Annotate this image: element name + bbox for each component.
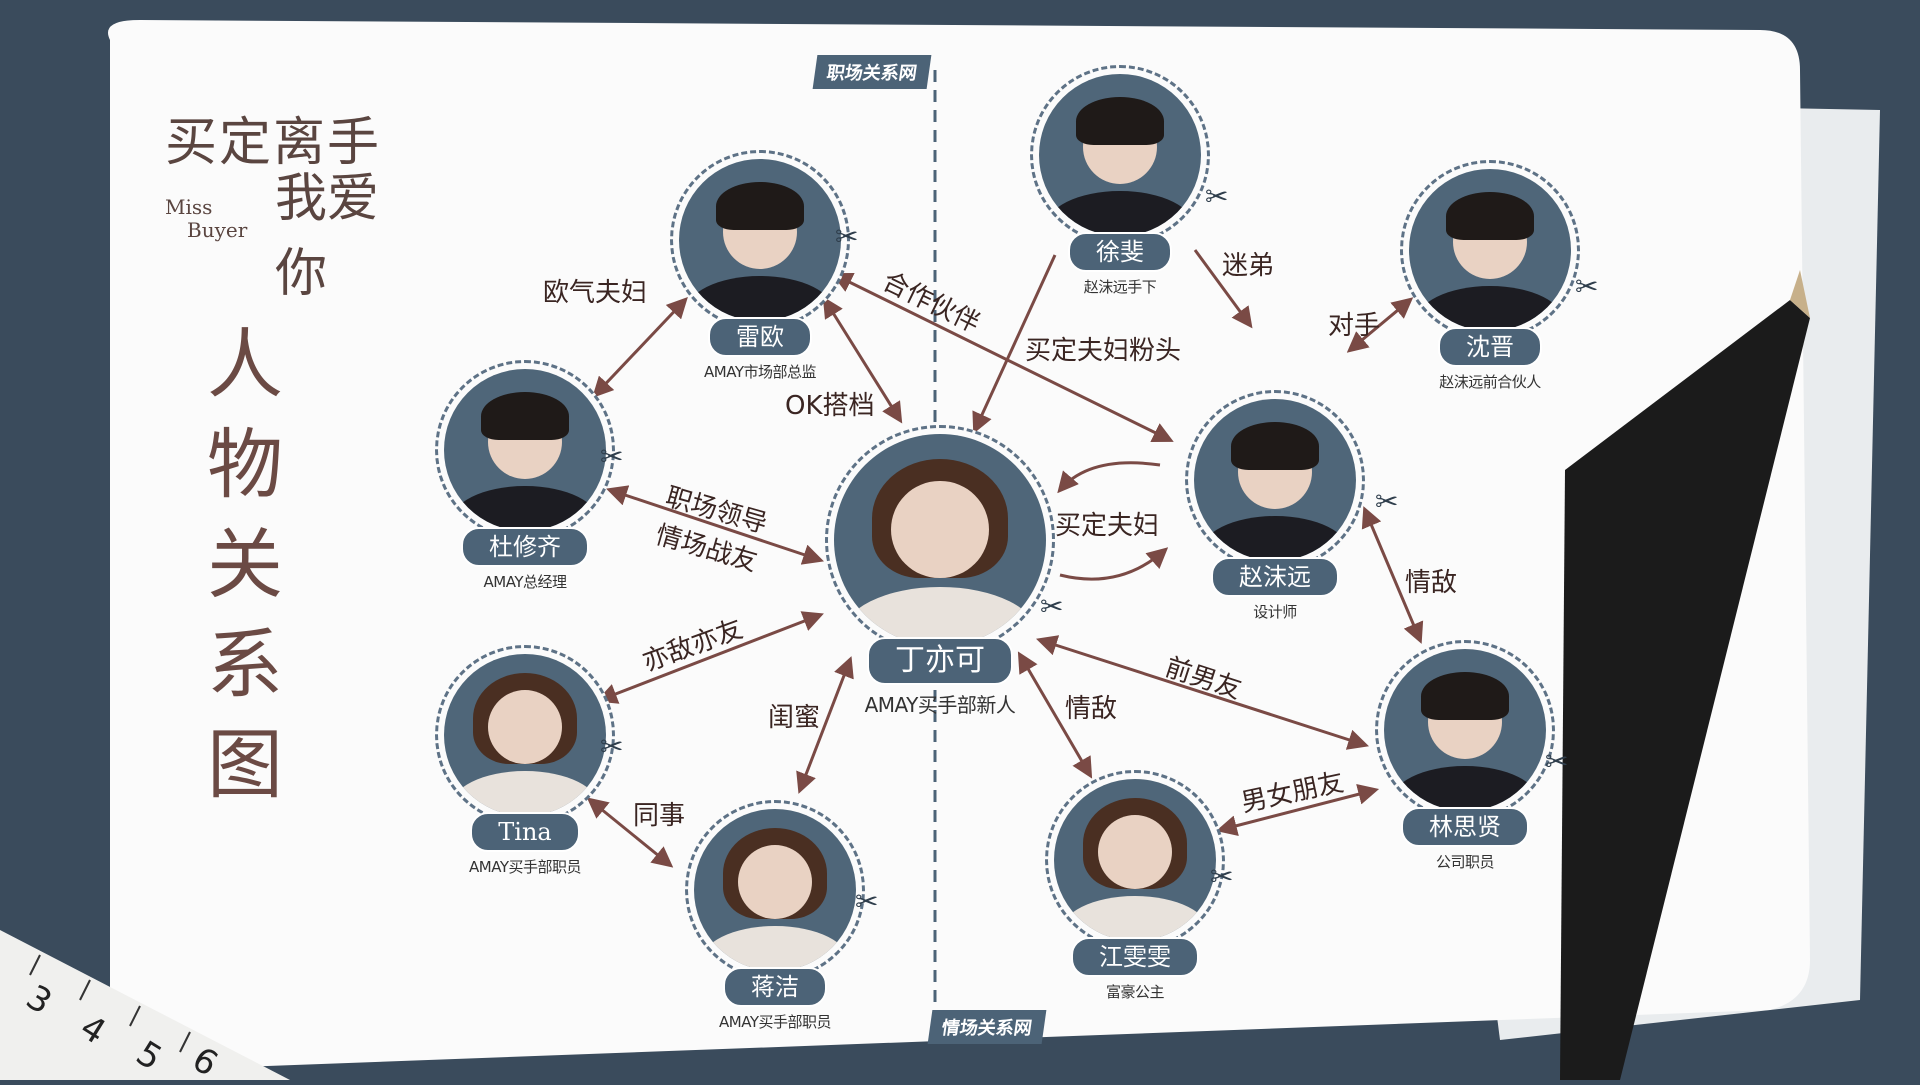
logo-title-line1: 买定离手: [165, 113, 382, 173]
relation-label: 迷弟: [1222, 251, 1275, 281]
person-name: 蒋洁: [723, 967, 827, 1007]
avatar: [685, 800, 865, 980]
person-node-lin[interactable]: 林思贤 公司职员: [1370, 640, 1560, 872]
logo-en-line2: Buyer: [187, 218, 248, 242]
avatar: [670, 150, 850, 330]
person-node-ding[interactable]: 丁亦可 AMAY买手部新人: [825, 425, 1055, 718]
avatar: [435, 645, 615, 825]
scissors-icon: ✂: [855, 885, 879, 918]
avatar: [435, 360, 615, 540]
relation-label: 买定夫妇: [1055, 511, 1160, 541]
person-name: 杜修齐: [461, 527, 589, 567]
scissors-icon: ✂: [1040, 590, 1064, 623]
person-name: 沈晋: [1438, 327, 1542, 367]
person-node-shen[interactable]: 沈晋 赵沫远前合伙人: [1395, 160, 1585, 392]
avatar: [1030, 65, 1210, 245]
person-node-jiang-wen[interactable]: 江雯雯 富豪公主: [1040, 770, 1230, 1002]
person-role: AMAY总经理: [483, 573, 567, 591]
show-logo: 买定离手 我爱你 Miss Buyer: [165, 100, 382, 304]
relation-label: OK搭档: [785, 391, 875, 421]
person-role: AMAY买手部职员: [719, 1013, 831, 1031]
relation-label: 情敌: [1405, 568, 1458, 598]
person-node-xu[interactable]: 徐斐 赵沫远手下: [1025, 65, 1215, 297]
relation-label: 闺蜜: [768, 703, 821, 733]
relation-label: 情敌: [1065, 694, 1118, 724]
person-role: 设计师: [1253, 603, 1297, 621]
scissors-icon: ✂: [1545, 745, 1569, 778]
page-title: 人物关系图: [207, 320, 283, 809]
avatar: [1400, 160, 1580, 340]
logo-title-line2: 我爱你: [275, 169, 380, 304]
avatar: [1375, 640, 1555, 820]
relation-label: 同事: [633, 801, 686, 831]
scissors-icon: ✂: [835, 220, 859, 253]
person-name: 雷欧: [708, 317, 812, 357]
person-role: AMAY市场部总监: [704, 363, 816, 381]
logo-en-line1: Miss: [165, 195, 213, 219]
scissors-icon: ✂: [1210, 860, 1234, 893]
person-name: Tina: [470, 812, 580, 852]
person-node-lei[interactable]: 雷欧 AMAY市场部总监: [665, 150, 855, 382]
person-node-tina[interactable]: Tina AMAY买手部职员: [430, 645, 620, 877]
person-name: 丁亦可: [867, 637, 1013, 685]
person-role: 富豪公主: [1105, 983, 1165, 1001]
person-role: AMAY买手部新人: [864, 693, 1016, 717]
relation-label: 欧气夫妇: [543, 278, 648, 308]
avatar: [1045, 770, 1225, 950]
person-name: 徐斐: [1068, 232, 1172, 272]
pencil-icon: [1560, 270, 1810, 1080]
person-node-jiang-jie[interactable]: 蒋洁 AMAY买手部职员: [680, 800, 870, 1032]
person-name: 赵沫远: [1211, 557, 1339, 597]
person-name: 林思贤: [1401, 807, 1529, 847]
person-name: 江雯雯: [1071, 937, 1199, 977]
person-role: 赵沫远手下: [1083, 278, 1157, 296]
relation-label: 买定夫妇粉头: [1025, 336, 1182, 366]
relation-label: 对手: [1328, 311, 1381, 341]
person-node-du[interactable]: 杜修齐 AMAY总经理: [430, 360, 620, 592]
network-label-love: 情场关系网: [927, 1010, 1047, 1044]
person-node-zhao[interactable]: 赵沫远 设计师: [1180, 390, 1370, 622]
person-role: 赵沫远前合伙人: [1439, 373, 1541, 391]
avatar: [1185, 390, 1365, 570]
network-label-work: 职场关系网: [812, 55, 932, 89]
avatar: [825, 425, 1055, 655]
scissors-icon: ✂: [1375, 485, 1399, 518]
person-role: AMAY买手部职员: [469, 858, 581, 876]
person-role: 公司职员: [1435, 853, 1495, 871]
scissors-icon: ✂: [600, 730, 624, 763]
scissors-icon: ✂: [600, 440, 624, 473]
scissors-icon: ✂: [1205, 180, 1229, 213]
scissors-icon: ✂: [1575, 270, 1599, 303]
